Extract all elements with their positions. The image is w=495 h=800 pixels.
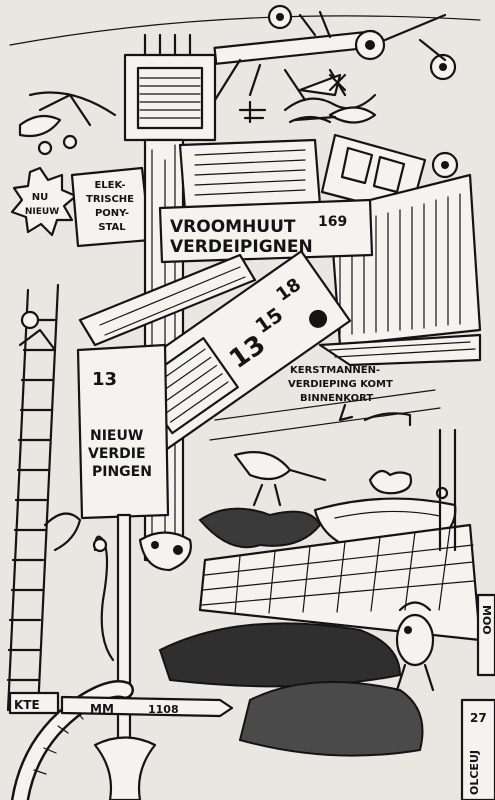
vase-base (93, 736, 157, 800)
kerst-line-2: VERDIEPING KOMT (288, 379, 393, 390)
bottom-left-sign: KTE (8, 691, 60, 715)
right-edge-sign: MOO (476, 593, 495, 677)
kerstmannen-note: KERSTMANNEN- VERDIEPING KOMT BINNENKORT (288, 365, 393, 422)
top-machinery (123, 4, 459, 179)
rubber-duck (368, 469, 413, 495)
top-arc-line (9, 15, 481, 46)
nu-label: NU (32, 192, 49, 203)
building-frame (178, 138, 322, 212)
long-beak-bird (233, 451, 327, 507)
arrow-number: 1108 (148, 703, 179, 716)
pony-line-2: TRISCHE (86, 194, 134, 205)
elektrische-ponystal-sign: ELEK- TRISCHE PONY- STAL (70, 166, 152, 248)
post-sign-number: 13 (92, 369, 117, 390)
roof-slope (318, 333, 482, 367)
nu-nieuw-starburst: NU NIEUW (10, 166, 78, 237)
bottom-right-vertical-text: OLCEUJ (468, 750, 481, 795)
bottom-right-post: 27 OLCEUJ (460, 698, 495, 800)
diagonal-plank (78, 253, 257, 347)
direction-arrow-sign: MM 1108 (60, 695, 234, 718)
vroomhuut-line-2: VERDEIPIGNEN (170, 237, 313, 257)
kerst-line-3: BINNENKORT (300, 393, 373, 404)
arrow-label: MM (90, 702, 114, 716)
ladder-left (6, 283, 60, 712)
right-edge-vertical-text: MOO (480, 605, 493, 635)
vroomhuut-number: 169 (318, 214, 347, 230)
nieuw-verdiepingen-sign: 13 NIEUW VERDIE PINGEN (76, 343, 170, 752)
cow-creature (138, 531, 192, 572)
pony-line-3: PONY- (95, 208, 129, 219)
kte-label: KTE (14, 698, 40, 712)
page-number: 27 (470, 711, 487, 725)
kerst-line-1: KERSTMANNEN- (290, 365, 380, 376)
pony-line-4: STAL (98, 222, 126, 233)
post-sign-line-3: PINGEN (92, 464, 152, 480)
bird-character (395, 601, 435, 692)
snake-left (43, 512, 82, 552)
dark-foliage (158, 507, 424, 757)
pony-line-1: ELEK- (94, 180, 125, 191)
right-pipes (438, 428, 457, 552)
hatch-lines (209, 389, 441, 441)
nieuw-label: NIEUW (25, 207, 59, 217)
vroomhuut-line-1: VROOMHUUT (170, 217, 296, 237)
post-sign-line-2: VERDIE (88, 446, 146, 462)
post-sign-line-1: NIEUW (90, 428, 143, 444)
vroomhuut-sign: VROOMHUUT 169 VERDEIPIGNEN (158, 198, 374, 264)
tall-bird-left (92, 535, 115, 662)
bird-airplane-left (18, 91, 117, 156)
bird-top-middle (293, 106, 377, 124)
